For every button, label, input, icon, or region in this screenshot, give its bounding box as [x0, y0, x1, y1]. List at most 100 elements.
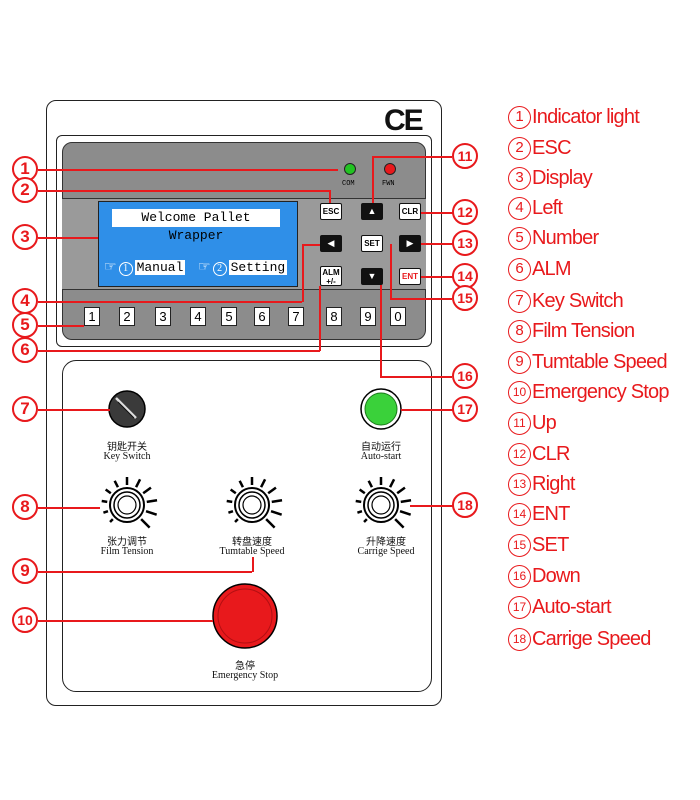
- right-key[interactable]: ▶: [399, 235, 421, 252]
- dial-tick: [394, 518, 405, 529]
- leader-line-15b: [390, 244, 392, 299]
- leader-line-3: [38, 237, 98, 239]
- auto-start-en-label: Auto-start: [360, 451, 402, 462]
- callout-3: 3: [12, 224, 38, 250]
- legend-item-label: ALM: [532, 258, 572, 280]
- callout-13: 13: [452, 230, 478, 256]
- legend-item-number: 16: [508, 565, 531, 589]
- number-key-4[interactable]: 4: [190, 307, 206, 326]
- callout-5: 5: [12, 312, 38, 338]
- key-switch[interactable]: [108, 390, 146, 428]
- legend-item-label: CLR: [532, 443, 570, 465]
- film-tension-cn-label: 张力调节: [107, 537, 147, 548]
- legend-item-label: Display: [532, 167, 593, 189]
- alm-key[interactable]: ALM +/-: [320, 266, 342, 286]
- leader-line-2b: [329, 190, 331, 203]
- legend-item-number: 17: [508, 596, 531, 620]
- down-key[interactable]: ▼: [361, 268, 383, 285]
- legend-item-number: 10: [508, 381, 531, 405]
- com-indicator-light: [344, 163, 356, 175]
- leader-line-4b: [302, 244, 304, 302]
- leader-line-4: [38, 301, 302, 303]
- leader-line-9b: [252, 557, 254, 572]
- ent-key[interactable]: ENT: [399, 268, 421, 285]
- number-key-0[interactable]: 0: [390, 307, 406, 326]
- legend-item-label: ESC: [532, 137, 572, 159]
- leader-line-6b: [319, 286, 321, 351]
- dial-tick: [234, 518, 239, 523]
- film-tension-dial[interactable]: [101, 477, 158, 529]
- turntable-speed-en-label: Tumtable Speed: [219, 546, 285, 557]
- alm-key-line2: +/-: [326, 277, 336, 286]
- set-key[interactable]: SET: [361, 235, 383, 252]
- dial-tick: [271, 499, 283, 504]
- leader-line-2: [38, 190, 330, 192]
- esc-key[interactable]: ESC: [320, 203, 342, 220]
- left-key[interactable]: ◀: [320, 235, 342, 252]
- key-switch-cn-label: 钥匙开关: [107, 442, 147, 453]
- film-tension-en-label: Film Tension: [100, 546, 154, 557]
- emergency-stop-button[interactable]: [212, 583, 278, 649]
- leader-line-16b: [380, 285, 382, 377]
- carriage-speed-dial[interactable]: [355, 477, 412, 529]
- callout-4: 4: [12, 288, 38, 314]
- fwn-indicator-light: [384, 163, 396, 175]
- leader-line-11b: [372, 156, 374, 203]
- leader-line-7: [38, 409, 110, 411]
- legend-item-label: Left: [532, 197, 563, 219]
- legend-item-label: Carrige Speed: [532, 628, 651, 650]
- callout-15: 15: [452, 285, 478, 311]
- dial-tick: [228, 509, 234, 514]
- callout-7: 7: [12, 396, 38, 422]
- leader-line-17: [401, 409, 453, 411]
- option1-number: 1: [118, 262, 133, 276]
- legend-item-label: Film Tension: [532, 320, 635, 342]
- legend-item-label: Indicator light: [532, 106, 640, 128]
- number-key-5[interactable]: 5: [221, 307, 237, 326]
- dial-tick: [140, 518, 151, 529]
- dial-tick: [146, 499, 158, 504]
- callout-2: 2: [12, 177, 38, 203]
- legend-item-label: Key Switch: [532, 290, 624, 312]
- dial-tick: [267, 486, 277, 495]
- number-key-7[interactable]: 7: [288, 307, 304, 326]
- leader-line-15: [390, 298, 452, 300]
- legend-item-number: 1: [508, 106, 531, 130]
- ce-mark: CE: [384, 104, 424, 137]
- number-key-9[interactable]: 9: [360, 307, 376, 326]
- number-key-2[interactable]: 2: [119, 307, 135, 326]
- dial-tick: [238, 480, 245, 488]
- option1-label: Manual: [134, 260, 186, 275]
- number-key-8[interactable]: 8: [326, 307, 342, 326]
- number-key-3[interactable]: 3: [155, 307, 171, 326]
- legend-item-number: 15: [508, 534, 531, 558]
- auto-start-button[interactable]: [360, 388, 402, 430]
- callout-11: 11: [452, 143, 478, 169]
- legend-item-number: 3: [508, 167, 531, 191]
- number-key-1[interactable]: 1: [84, 307, 100, 326]
- up-key[interactable]: ▲: [361, 203, 383, 220]
- legend-item-label: Number: [532, 227, 599, 249]
- dial-ring: [371, 495, 391, 515]
- dial-ring: [117, 495, 137, 515]
- turntable-speed-dial[interactable]: [226, 477, 283, 529]
- option2-label: Setting: [228, 260, 288, 275]
- dial-tick: [103, 509, 109, 514]
- number-key-6[interactable]: 6: [254, 307, 270, 326]
- dial-tick: [142, 486, 152, 495]
- fwn-label: FWN: [382, 180, 395, 188]
- leader-line-8: [38, 507, 100, 509]
- dial-ring: [242, 495, 262, 515]
- clr-key[interactable]: CLR: [399, 203, 421, 220]
